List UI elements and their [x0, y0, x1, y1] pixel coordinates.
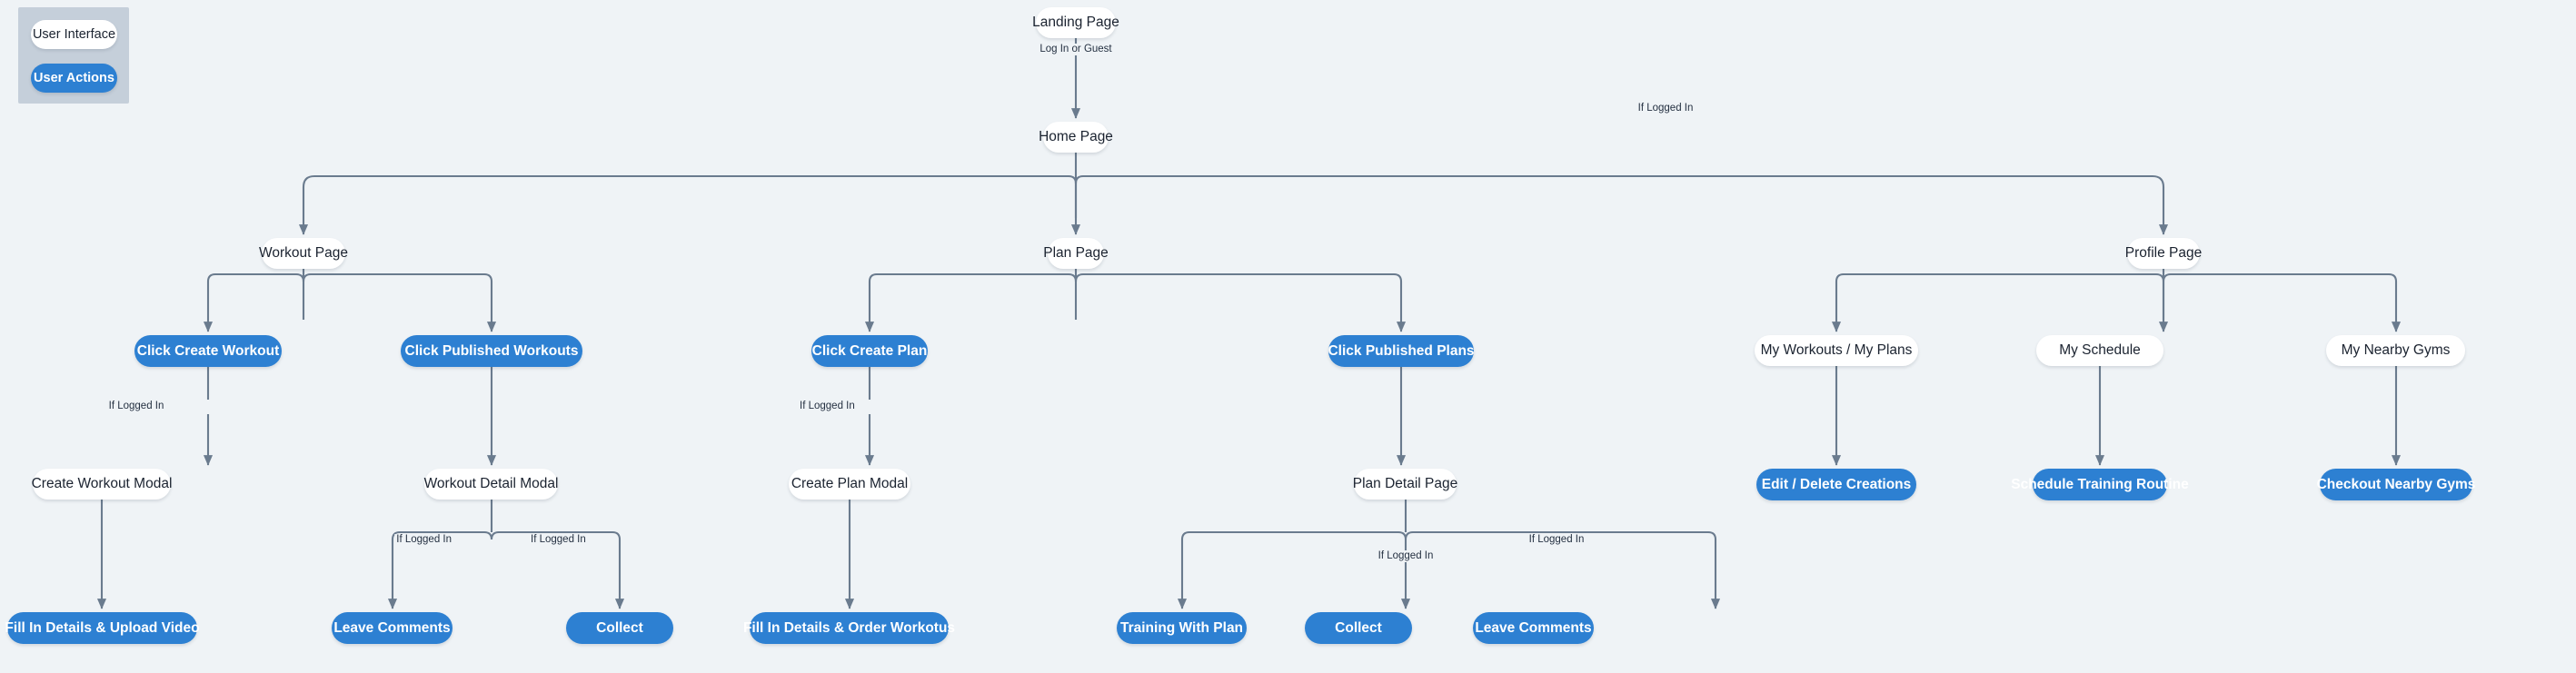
node-workout-page[interactable]: Workout Page: [259, 238, 348, 269]
node-click-create-workout[interactable]: Click Create Workout: [134, 335, 282, 367]
node-leave-comments-workout[interactable]: Leave Comments: [332, 612, 453, 644]
edge-label-if-logged-in-create-workout: If Logged In: [106, 401, 166, 412]
edge-label-if-logged-in-profile: If Logged In: [1636, 103, 1696, 114]
node-create-workout-modal[interactable]: Create Workout Modal: [32, 469, 172, 500]
edge-label-if-logged-in-collect-workout: If Logged In: [529, 534, 588, 546]
node-home-page[interactable]: Home Page: [1039, 122, 1113, 153]
node-leave-comments-plan[interactable]: Leave Comments: [1473, 612, 1594, 644]
node-edit-delete-creations[interactable]: Edit / Delete Creations: [1756, 469, 1916, 500]
node-click-published-workouts[interactable]: Click Published Workouts: [401, 335, 582, 367]
edge-label-if-logged-in-leave-comments-workout: If Logged In: [394, 534, 453, 546]
node-profile-page[interactable]: Profile Page: [2125, 238, 2202, 269]
node-schedule-training-routine[interactable]: Schedule Training Routine: [2011, 469, 2189, 500]
legend-item-user-interface: User Interface: [31, 20, 117, 49]
node-my-schedule[interactable]: My Schedule: [2036, 335, 2163, 366]
node-my-nearby-gyms[interactable]: My Nearby Gyms: [2326, 335, 2465, 366]
edge-label-if-logged-in-collect-plan: If Logged In: [1376, 550, 1436, 562]
node-fill-details-order-workouts[interactable]: Fill In Details & Order Workotus: [743, 612, 955, 644]
node-click-create-plan[interactable]: Click Create Plan: [811, 335, 928, 367]
node-click-published-plans[interactable]: Click Published Plans: [1328, 335, 1475, 367]
node-plan-page[interactable]: Plan Page: [1043, 238, 1109, 269]
node-create-plan-modal[interactable]: Create Plan Modal: [789, 469, 910, 500]
node-landing-page[interactable]: Landing Page: [1032, 7, 1119, 38]
edge-label-if-logged-in-leave-comments-plan: If Logged In: [1527, 534, 1586, 546]
node-training-with-plan[interactable]: Training With Plan: [1117, 612, 1247, 644]
node-fill-details-upload-video[interactable]: Fill In Details & Upload Video: [5, 612, 200, 644]
node-checkout-nearby-gyms[interactable]: Checkout Nearby Gyms: [2317, 469, 2475, 500]
edge-label-log-in-or-guest: Log In or Guest: [1038, 44, 1114, 55]
legend-item-user-actions: User Actions: [31, 64, 117, 93]
edge-label-if-logged-in-create-plan: If Logged In: [798, 401, 857, 412]
node-collect-plan[interactable]: Collect: [1305, 612, 1412, 644]
node-collect-workout[interactable]: Collect: [566, 612, 673, 644]
node-my-workouts-my-plans[interactable]: My Workouts / My Plans: [1755, 335, 1918, 366]
node-workout-detail-modal[interactable]: Workout Detail Modal: [424, 469, 558, 500]
node-plan-detail-page[interactable]: Plan Detail Page: [1353, 469, 1457, 500]
